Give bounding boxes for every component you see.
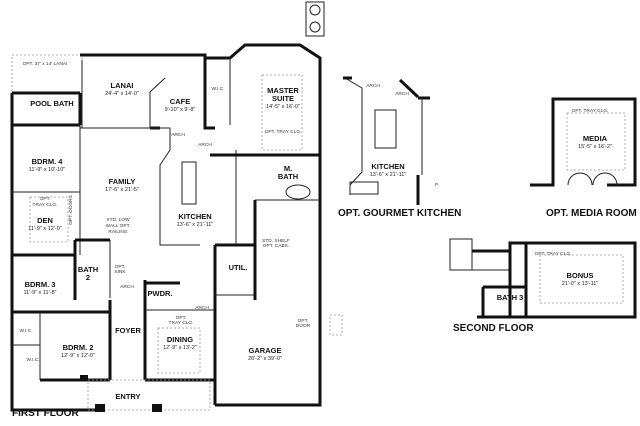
dim-garage: 20'-2" x 39'-0" xyxy=(248,356,282,362)
title-gourmet-kitchen: OPT. GOURMET KITCHEN xyxy=(338,208,461,219)
room-foyer: FOYER xyxy=(115,326,141,335)
dim-gk-kitchen: 13'-6" x 21'-11" xyxy=(370,172,407,178)
dim-bdrm3: 11'-9" x 11'-8" xyxy=(23,290,56,296)
note-arch: ARCH xyxy=(195,305,209,311)
dim-lanai: 24'-4" x 14'-0" xyxy=(105,91,139,97)
title-second-floor: SECOND FLOOR xyxy=(453,323,534,334)
note-tray-bonus: OPT. TRAY CLG. xyxy=(535,251,572,257)
note-arch: ARCH xyxy=(395,91,409,97)
dim-bdrm2: 12'-9" x 12'-0" xyxy=(61,353,95,359)
note-sink: SINK xyxy=(114,269,126,275)
note-tray-dining: TRAY CLG. xyxy=(169,320,194,326)
room-kitchen: KITCHEN xyxy=(178,212,211,221)
room-gk-kitchen: KITCHEN xyxy=(371,162,404,171)
dim-kitchen: 13'-6" x 21'-11" xyxy=(177,222,214,228)
room-bath3: BATH 3 xyxy=(497,293,524,302)
note-tray-master: OPT. TRAY CLG. xyxy=(265,129,302,135)
room-dining: DINING xyxy=(167,335,193,344)
room-master: MASTER xyxy=(267,86,299,95)
note-std-low-2: WALL OPT. xyxy=(106,223,131,229)
dim-family: 17'-6" x 21'-5" xyxy=(105,187,139,193)
dim-media: 15'-5" x 16'-2" xyxy=(578,144,612,150)
note-pantry: P. xyxy=(435,182,439,188)
dim-bdrm4: 11'-9" x 10'-10" xyxy=(29,167,66,173)
room-cafe: CAFE xyxy=(170,97,190,106)
note-std-shelf: STD. SHELF xyxy=(262,238,290,244)
note-arch: ARCH xyxy=(120,284,134,290)
fixture-icon xyxy=(305,1,325,37)
room-master-2: SUITE xyxy=(272,94,294,103)
first-floor-plan xyxy=(10,43,343,412)
dim-bonus: 21'-0" x 13'-11" xyxy=(562,281,599,287)
note-opt-door: OPT. xyxy=(298,318,309,324)
note-arch: ARCH xyxy=(171,132,185,138)
dim-master: 14'-5" x 16'-0" xyxy=(266,104,300,110)
room-pool-bath: POOL BATH xyxy=(30,99,73,108)
room-mbath-2: BATH xyxy=(278,172,298,181)
kitchen-island xyxy=(181,161,197,205)
note-std-low: STD. LOW xyxy=(106,217,130,223)
note-arch: ARCH xyxy=(198,142,212,148)
note-door: DOOR xyxy=(296,323,311,329)
room-garage: GARAGE xyxy=(249,346,282,355)
note-tray-den: TRAY CLG. xyxy=(33,202,58,208)
second-floor-plan xyxy=(449,238,637,319)
title-first-floor: FIRST FLOOR xyxy=(12,408,79,419)
room-den: DEN xyxy=(37,216,53,225)
room-pwdr: PWDR. xyxy=(148,289,173,298)
note-tray-media: OPT. TRAY CLG. xyxy=(572,108,609,114)
note-opt-cabs: OPT. CABS. xyxy=(263,243,289,249)
room-bath2: BATH xyxy=(78,265,98,274)
dim-dining: 12'-9" x 13'-2" xyxy=(163,345,197,351)
note-opt-sink: OPT. xyxy=(115,264,126,270)
label-opt-lanai: OPT. 37' x 14' LANAI xyxy=(23,61,68,67)
room-lanai: LANAI xyxy=(111,81,134,90)
room-bath2-2: 2 xyxy=(86,273,90,282)
room-bdrm2: BDRM. 2 xyxy=(63,343,94,352)
room-bdrm3: BDRM. 3 xyxy=(25,280,56,289)
room-bonus: BONUS xyxy=(566,271,593,280)
room-entry: ENTRY xyxy=(115,392,140,401)
note-std-low-3: RAILING xyxy=(108,229,127,235)
note-opt-doors: OPT. DOORS xyxy=(68,195,74,225)
room-mbath: M. xyxy=(284,164,292,173)
room-bdrm4: BDRM. 4 xyxy=(32,157,64,166)
note-opt: OPT. xyxy=(176,315,187,321)
room-family: FAMILY xyxy=(109,177,136,186)
gourmet-kitchen-plan xyxy=(343,76,430,205)
bathtub-icon xyxy=(285,184,311,200)
label-wic: W.I.C. xyxy=(211,86,224,92)
dim-den: 11'-9" x 12'-0" xyxy=(28,226,61,232)
media-room-plan xyxy=(530,97,637,187)
note-arch: ARCH xyxy=(366,83,380,89)
note-opt: OPT. xyxy=(40,196,51,202)
room-util: UTIL. xyxy=(229,263,248,272)
room-media: MEDIA xyxy=(583,134,608,143)
title-media-room: OPT. MEDIA ROOM xyxy=(546,208,637,219)
label-wic: W.I.C. xyxy=(19,328,32,334)
dim-cafe: 9'-10" x 9'-8" xyxy=(165,107,196,113)
label-wic: W.I.C. xyxy=(26,357,39,363)
